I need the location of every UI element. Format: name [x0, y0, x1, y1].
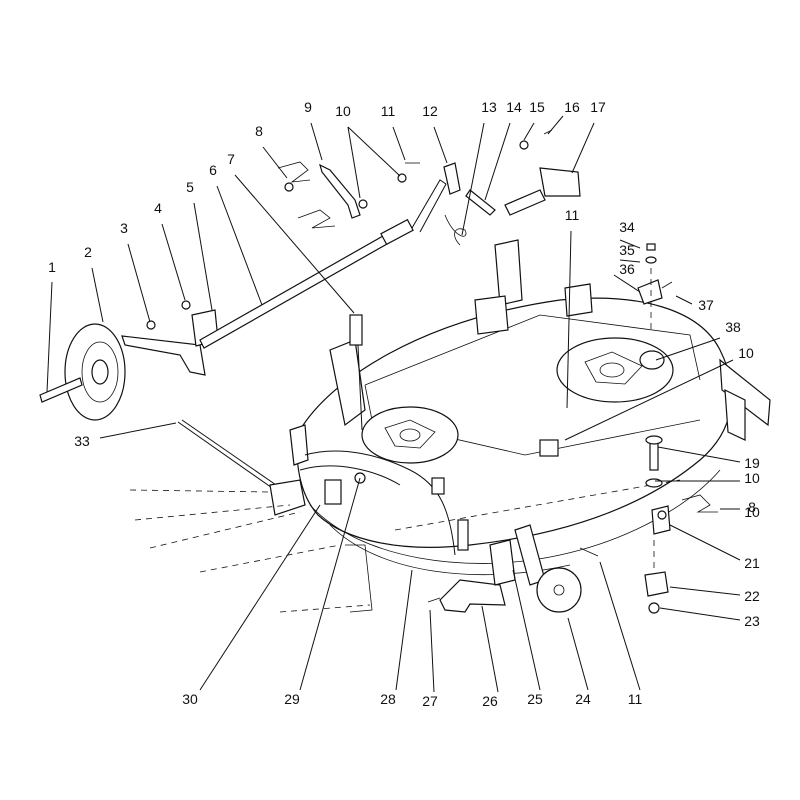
callout-leader-38 — [512, 569, 541, 691]
upper-links — [277, 129, 581, 246]
callout-leader-7 — [262, 146, 288, 179]
callout-number-23: 38 — [725, 319, 741, 335]
callout-number-0: 1 — [48, 259, 56, 275]
callout-number-17: 17 — [590, 99, 606, 115]
callout-leader-3 — [161, 223, 186, 301]
callout-leader-5 — [216, 185, 263, 306]
callout-number-26: 10 — [744, 470, 760, 486]
callout-number-4: 5 — [186, 179, 194, 195]
callout-leader-35 — [395, 569, 413, 691]
callout-number-20: 35 — [619, 242, 635, 258]
callout-leader-33 — [199, 504, 321, 691]
callout-leader-29 — [669, 524, 741, 561]
callout-leader-22 — [675, 295, 693, 305]
callout-leader-4 — [193, 202, 213, 311]
callout-number-21: 36 — [619, 261, 635, 277]
callout-number-8: 9 — [304, 99, 312, 115]
callout-leader-18 — [566, 230, 572, 409]
callout-number-11: 11 — [381, 103, 396, 119]
callout-leader-23 — [655, 337, 721, 361]
callout-number-40: 11 — [628, 691, 643, 707]
callout-number-15: 15 — [529, 99, 545, 115]
callout-leader-16 — [547, 115, 564, 135]
callout-number-38: 25 — [527, 691, 543, 707]
callout-leader-24 — [564, 359, 734, 441]
callout-number-25: 19 — [744, 455, 760, 471]
callout-number-16: 16 — [564, 99, 580, 115]
callout-leader-34 — [299, 477, 361, 691]
callout-number-30: 22 — [744, 588, 760, 604]
callout-leader-17 — [571, 122, 595, 174]
callout-number-36: 27 — [422, 693, 438, 709]
callout-number-2: 3 — [120, 220, 128, 236]
callout-leader-20 — [619, 259, 641, 263]
lift-rod — [199, 179, 447, 349]
callout-number-27: 8 — [748, 499, 756, 515]
callout-number-37: 26 — [482, 693, 498, 709]
callout-number-34: 29 — [284, 691, 300, 707]
callout-number-9: 10 — [335, 103, 351, 119]
callout-leader-31 — [659, 607, 741, 621]
callout-leader-32 — [99, 422, 177, 439]
callout-number-33: 30 — [182, 691, 198, 707]
callout-leader-12 — [433, 126, 448, 164]
callout-leader-6 — [234, 174, 355, 314]
gauge-wheel-assembly — [39, 300, 219, 421]
top-right-hardware — [637, 243, 673, 330]
callout-number-32: 33 — [74, 433, 90, 449]
callout-number-24: 10 — [738, 345, 754, 361]
callout-leader-13 — [461, 122, 485, 236]
callout-number-7: 8 — [255, 123, 263, 139]
callout-number-19: 34 — [619, 219, 635, 235]
callout-number-35: 28 — [380, 691, 396, 707]
callout-number-39: 24 — [575, 691, 591, 707]
callout-number-3: 4 — [154, 200, 162, 216]
rear-brackets — [474, 239, 771, 441]
right-hardware — [539, 435, 718, 614]
callout-leader-11 — [392, 126, 406, 161]
callout-number-28: 10 — [744, 504, 760, 520]
lift-linkage — [289, 314, 469, 556]
callout-leader-40 — [599, 561, 641, 691]
front-hardware — [427, 524, 599, 613]
callout-leader-25 — [657, 446, 741, 463]
callout-number-18: 11 — [565, 207, 580, 223]
callout-leader-0 — [46, 281, 53, 393]
callout-number-13: 13 — [481, 99, 497, 115]
callout-number-5: 6 — [209, 162, 217, 178]
callout-leader-9 — [347, 126, 361, 199]
callout-leader-19 — [619, 239, 641, 249]
callout-leader-15 — [523, 122, 535, 141]
right-spindle — [556, 337, 674, 403]
callout-leader-2 — [127, 243, 151, 323]
callout-leader-30 — [669, 586, 741, 596]
callout-leader-39 — [567, 617, 589, 691]
callout-leader-1 — [91, 267, 104, 323]
callout-number-14: 14 — [506, 99, 522, 115]
callout-leader-37 — [481, 605, 499, 693]
callout-leader-10 — [347, 126, 401, 177]
callout-number-29: 21 — [744, 555, 760, 571]
discharge-chute — [129, 419, 681, 613]
left-spindle — [361, 406, 459, 464]
callout-number-6: 7 — [227, 151, 235, 167]
callout-number-12: 12 — [422, 103, 438, 119]
callout-number-31: 23 — [744, 613, 760, 629]
callout-leader-21 — [613, 274, 641, 293]
callout-leader-8 — [310, 122, 323, 161]
callout-number-22: 37 — [698, 297, 714, 313]
callout-number-1: 2 — [84, 244, 92, 260]
callout-leader-14 — [484, 122, 511, 201]
callout-leader-36 — [429, 609, 435, 693]
